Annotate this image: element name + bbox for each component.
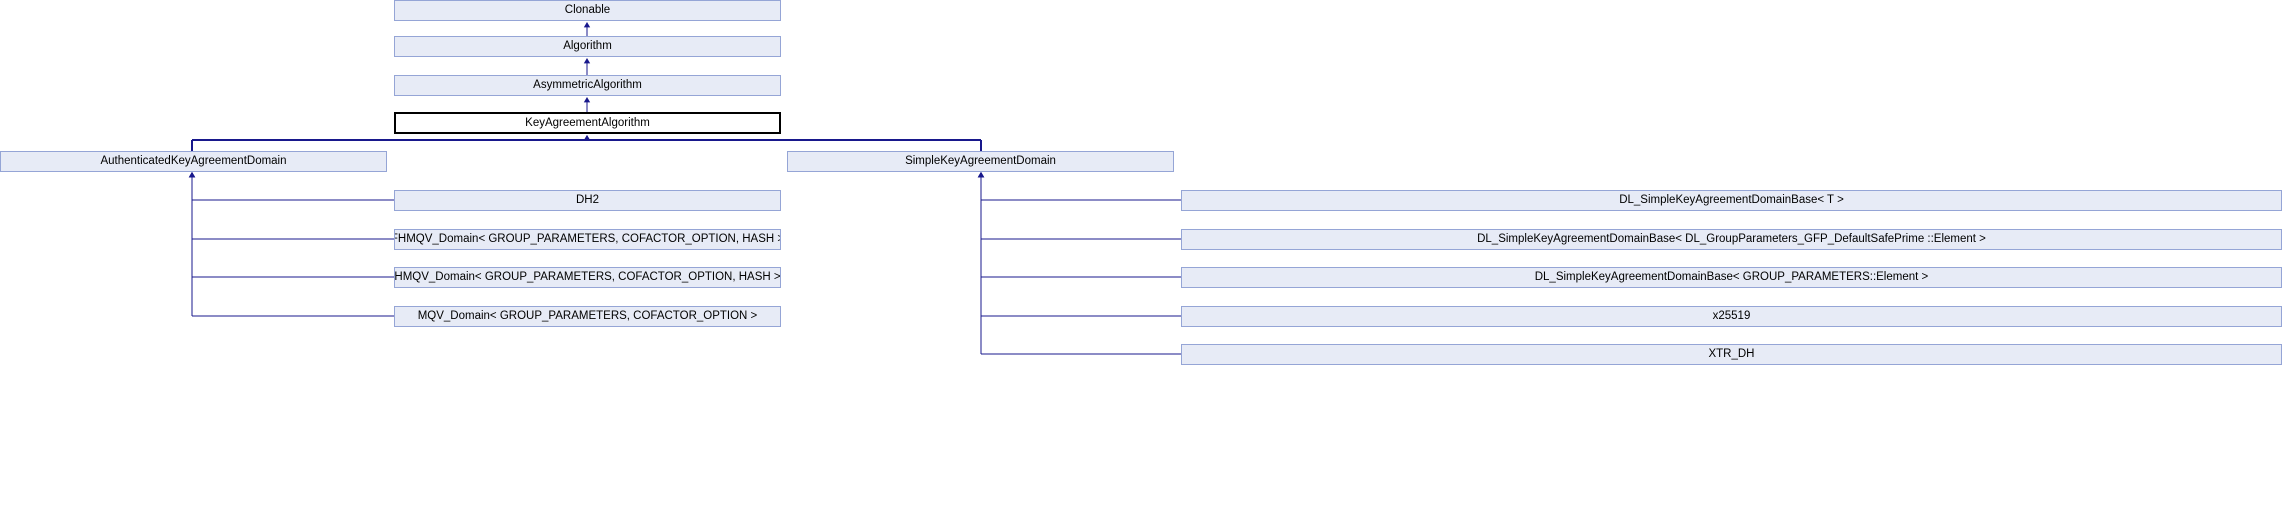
edge-simpledom-to-keyagralg [583,135,982,151]
class-node-label: DL_SimpleKeyAgreementDomainBase< GROUP_P… [1534,271,1929,284]
class-node-label: XTR_DH [1708,348,1755,361]
edge-x25519-to-simpledom [977,172,1181,317]
class-node-label: Clonable [564,4,611,17]
class-node-mqv[interactable]: MQV_Domain< GROUP_PARAMETERS, COFACTOR_O… [394,306,781,327]
class-node-label: KeyAgreementAlgorithm [525,116,650,129]
class-node-clonable[interactable]: Clonable [394,0,781,21]
class-node-label: MQV_Domain< GROUP_PARAMETERS, COFACTOR_O… [417,310,758,323]
class-node-label: x25519 [1712,310,1751,323]
class-node-asymalg[interactable]: AsymmetricAlgorithm [394,75,781,96]
edge-dh2-to-authdom [188,172,394,201]
class-node-xtrdh[interactable]: XTR_DH [1181,344,2282,365]
class-node-dlbasegfp[interactable]: DL_SimpleKeyAgreementDomainBase< DL_Grou… [1181,229,2282,250]
edge-fhmqv-to-authdom [188,172,394,240]
edge-hmqv-to-authdom [188,172,394,278]
class-node-label: FHMQV_Domain< GROUP_PARAMETERS, COFACTOR… [394,233,781,246]
edge-dlbasegp-to-simpledom [977,172,1181,278]
class-node-label: AuthenticatedKeyAgreementDomain [100,155,287,168]
class-node-dlbasegp[interactable]: DL_SimpleKeyAgreementDomainBase< GROUP_P… [1181,267,2282,288]
class-node-x25519[interactable]: x25519 [1181,306,2282,327]
class-node-simpledom[interactable]: SimpleKeyAgreementDomain [787,151,1174,172]
edge-keyagralg-to-asymalg [583,97,591,112]
class-node-hmqv[interactable]: HMQV_Domain< GROUP_PARAMETERS, COFACTOR_… [394,267,781,288]
class-node-dlbaset[interactable]: DL_SimpleKeyAgreementDomainBase< T > [1181,190,2282,211]
class-node-label: DL_SimpleKeyAgreementDomainBase< T > [1619,194,1844,207]
class-node-label: HMQV_Domain< GROUP_PARAMETERS, COFACTOR_… [394,271,781,284]
class-node-label: SimpleKeyAgreementDomain [905,155,1056,168]
edge-dlbasegfp-to-simpledom [977,172,1181,240]
edge-xtrdh-to-simpledom [977,172,1181,355]
edge-dlbaset-to-simpledom [977,172,1181,201]
class-node-label: Algorithm [563,40,612,53]
class-node-keyagralg[interactable]: KeyAgreementAlgorithm [394,112,781,134]
edge-asymalg-to-algorithm [583,58,591,75]
class-node-fhmqv[interactable]: FHMQV_Domain< GROUP_PARAMETERS, COFACTOR… [394,229,781,250]
class-node-dh2[interactable]: DH2 [394,190,781,211]
class-node-authdom[interactable]: AuthenticatedKeyAgreementDomain [0,151,387,172]
edge-mqv-to-authdom [188,172,394,317]
class-node-label: AsymmetricAlgorithm [533,79,642,92]
class-node-algorithm[interactable]: Algorithm [394,36,781,57]
edge-authdom-to-keyagralg [191,135,591,151]
edge-algorithm-to-clonable [583,22,591,36]
class-node-label: DH2 [575,194,599,207]
class-node-label: DL_SimpleKeyAgreementDomainBase< DL_Grou… [1477,233,1986,246]
